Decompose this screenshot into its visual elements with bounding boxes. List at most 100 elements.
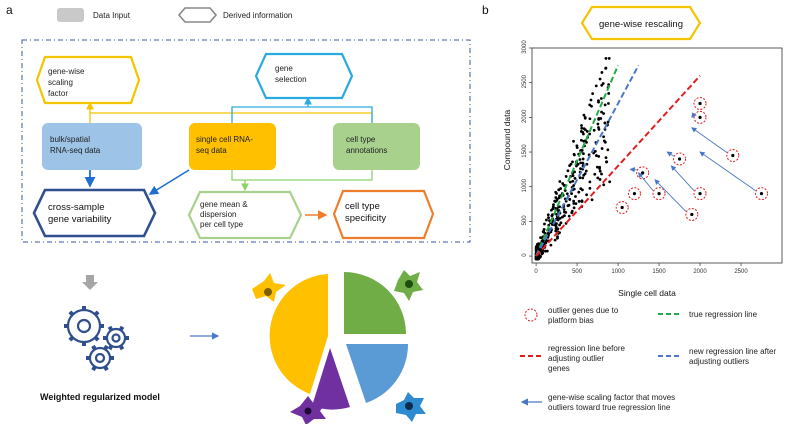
data-point: [544, 250, 547, 253]
legend-true-line-text: true regression line: [689, 310, 758, 319]
data-point: [588, 103, 591, 106]
x-tick-label: 1000: [611, 269, 625, 275]
pie-slice-blue: [346, 344, 408, 403]
outlier-point: [698, 116, 701, 119]
data-point: [588, 180, 591, 183]
data-point: [593, 129, 596, 132]
data-point: [597, 155, 600, 158]
data-point: [550, 209, 553, 212]
data-point: [563, 208, 566, 211]
y-tick-label: 2500: [522, 74, 528, 88]
data-point: [591, 198, 594, 201]
outlier-point: [731, 154, 734, 157]
data-point: [570, 211, 573, 214]
panel-b-label: b: [482, 3, 489, 17]
data-point: [559, 217, 562, 220]
data-point: [599, 178, 602, 181]
rescaling-arrow: [671, 166, 694, 191]
data-point: [601, 71, 604, 74]
outlier-point: [657, 192, 660, 195]
gear-tooth: [95, 312, 98, 315]
data-point: [602, 135, 605, 138]
data-point: [574, 195, 577, 198]
data-point: [563, 214, 566, 217]
data-point: [563, 211, 566, 214]
data-point: [573, 154, 576, 157]
outlier-point: [690, 213, 693, 216]
legend-outlier-text: outlier genes due to platform bias: [548, 306, 621, 325]
data-point: [549, 244, 552, 247]
data-point: [583, 114, 586, 117]
legend-derived-information: Derived information: [223, 11, 292, 20]
x-tick-label: 2500: [734, 269, 748, 275]
y-tick-label: 1000: [522, 178, 528, 192]
sky-connector: [232, 107, 372, 123]
data-point: [559, 187, 562, 190]
outlier-point: [698, 102, 701, 105]
data-point: [555, 225, 558, 228]
data-point: [590, 99, 593, 102]
data-point: [600, 84, 603, 87]
data-point: [597, 123, 600, 126]
data-point: [585, 193, 588, 196]
gear-tooth: [105, 367, 107, 370]
x-axis-label: Single cell data: [618, 288, 676, 298]
panel-a-label: a: [6, 3, 13, 17]
data-point: [567, 169, 570, 172]
y-tick-label: 1500: [522, 144, 528, 158]
data-point: [577, 191, 580, 194]
cross-sample-text: cross-sample gene variability: [48, 202, 112, 225]
gear-tooth: [93, 346, 95, 349]
legend-data-input: Data Input: [93, 11, 131, 20]
model-label: Weighted regularized model: [40, 392, 160, 402]
y-axis-label: Compound data: [502, 109, 512, 170]
gear-tooth: [70, 312, 73, 315]
data-point: [607, 102, 610, 105]
data-point: [604, 103, 607, 106]
down-arrow: [82, 275, 98, 290]
data-point: [572, 174, 575, 177]
data-point: [585, 141, 588, 144]
data-point: [605, 160, 608, 163]
gear-tooth: [121, 346, 123, 349]
data-point: [556, 227, 559, 230]
cell-type-specificity-text: cell type specificity: [345, 201, 386, 224]
data-point: [581, 199, 584, 202]
data-point: [536, 247, 539, 250]
plot-frame: [532, 48, 782, 263]
data-point: [535, 257, 538, 260]
data-point: [599, 170, 602, 173]
data-point: [582, 152, 585, 155]
data-point: [582, 140, 585, 143]
legend-outlier-marker: [525, 309, 537, 321]
regression-line: [536, 65, 618, 256]
data-point: [583, 127, 586, 130]
data-point: [538, 256, 541, 259]
y-tick-label: 500: [522, 215, 528, 226]
derived-info-swatch: [179, 8, 216, 22]
x-tick-label: 500: [572, 269, 583, 275]
y-tick-label: 2000: [522, 109, 528, 123]
data-point: [584, 117, 587, 120]
data-point: [591, 92, 594, 95]
gear-tooth: [70, 337, 73, 340]
chart-legend: outlier genes due to platform bias true …: [520, 306, 778, 412]
data-point: [568, 204, 571, 207]
pie-slice-yellow: [270, 274, 328, 394]
data-point: [543, 223, 546, 226]
data-point: [576, 146, 579, 149]
data-point: [603, 122, 606, 125]
data-point: [568, 215, 571, 218]
gene-wise-rescaling-title: gene-wise rescaling: [599, 19, 683, 30]
hex-cross-sample-variability: [34, 190, 155, 236]
data-point: [582, 133, 585, 136]
cell-icon-yellow: [252, 273, 286, 302]
outlier-point: [641, 171, 644, 174]
green-connector: [232, 170, 372, 180]
data-point: [571, 180, 574, 183]
data-point: [568, 164, 571, 167]
data-point: [589, 117, 592, 120]
data-point: [598, 128, 601, 131]
arrow-sc-to-variability: [150, 170, 189, 194]
